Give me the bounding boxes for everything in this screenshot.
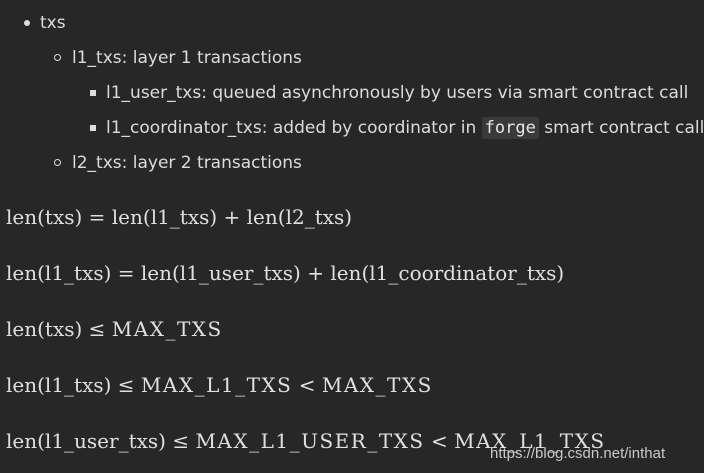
formula-lhs: len(l1_user_txs) ≤	[6, 429, 196, 453]
list-item-l1-user-txs: l1_user_txs: queued asynchronously by us…	[106, 83, 689, 103]
list-item-l1-coordinator-txs: l1_coordinator_txs: added by coordinator…	[106, 117, 704, 139]
list-item-l2-txs: l2_txs: layer 2 transactions	[72, 153, 302, 173]
formula-op: <	[292, 373, 322, 397]
list-item-l1-txs: l1_txs: layer 1 transactions	[72, 48, 302, 68]
formula-const: MAX_L1_USER_TXS	[195, 429, 425, 453]
formula-const: MAX_TXS	[111, 317, 223, 341]
formula-lhs: len(l1_txs) ≤	[6, 373, 141, 397]
formula-op: <	[424, 429, 455, 453]
l1-coordinator-text: l1_coordinator_txs: added by coordinator…	[106, 118, 477, 138]
formula-len-l1-txs: len(l1_txs) = len(l1_user_txs) + len(l1_…	[6, 261, 565, 285]
l1-coordinator-suffix: smart contract call	[544, 118, 704, 138]
formula-len-txs: len(txs) = len(l1_txs) + len(l2_txs)	[6, 205, 353, 229]
circle-bullet-icon	[54, 54, 61, 61]
formula-l1-user-txs-max: len(l1_user_txs) ≤ MAX_L1_USER_TXS < MAX…	[6, 428, 606, 454]
formula-l1-txs-max: len(l1_txs) ≤ MAX_L1_TXS < MAX_TXS	[6, 372, 433, 398]
list-item-txs: txs	[40, 13, 66, 33]
square-bullet-icon	[90, 125, 96, 131]
formula-const: MAX_L1_TXS	[454, 429, 606, 453]
formula-const: MAX_TXS	[321, 373, 433, 397]
watermark-url: https://blog.csdn.net/inthat	[490, 445, 666, 462]
formula-const: MAX_L1_TXS	[140, 373, 293, 397]
formula-lhs: len(txs) ≤	[6, 317, 112, 341]
square-bullet-icon	[90, 90, 96, 96]
formula-txs-max: len(txs) ≤ MAX_TXS	[6, 316, 223, 342]
inline-code-forge: forge	[481, 117, 539, 139]
disc-bullet-icon	[24, 20, 30, 26]
circle-bullet-icon	[54, 159, 61, 166]
